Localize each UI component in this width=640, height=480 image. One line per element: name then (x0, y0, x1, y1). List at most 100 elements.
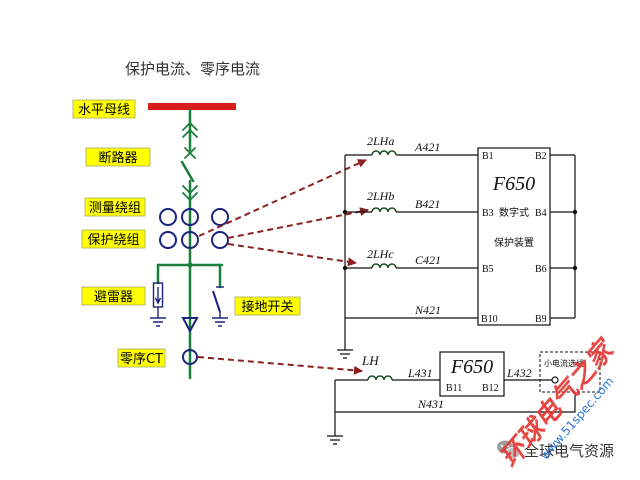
coil-2lha (371, 150, 397, 156)
wire-label-a421: A421 (414, 140, 440, 154)
arrester-arrow-icon (154, 287, 162, 305)
terminal-b6: B6 (535, 264, 547, 275)
upper-plug-contact (182, 129, 198, 138)
label-box (85, 147, 151, 167)
ct-coil (159, 208, 177, 226)
wire-n431 (335, 392, 576, 413)
ct-coil (211, 208, 229, 226)
label-protect-winding: 保护绕组 (81, 229, 146, 249)
bubble-front (505, 447, 521, 459)
cable-head-icon (181, 317, 199, 334)
label-box (72, 99, 136, 119)
label-box (84, 197, 146, 217)
selector-label: 小电流选线 (544, 358, 584, 368)
coil-label-2lhb: 2LHb (367, 189, 394, 203)
ground-icon (327, 435, 343, 445)
protect-winding-ct (159, 231, 229, 249)
lower-plug-contact (182, 185, 198, 194)
terminal-b2: B2 (535, 151, 547, 162)
busbar (148, 103, 236, 110)
bubble-eye (506, 444, 510, 448)
label-breaker: 断路器 (85, 147, 151, 167)
label-box (117, 348, 166, 368)
junction-dot (187, 262, 193, 268)
terminal-b9: B9 (535, 314, 547, 325)
coil-label-2lha: 2LHa (367, 134, 394, 148)
coil-2lhb (371, 207, 397, 213)
ground-icon (150, 317, 166, 327)
label-text: 断路器 (98, 150, 137, 166)
label-zero-ct: 零序CT (117, 348, 166, 368)
label-box (81, 286, 146, 306)
junction-dot (572, 209, 578, 215)
coil-2lhc (371, 263, 397, 269)
device-model: F650 (450, 356, 493, 378)
label-earthing-switch: 接地开关 (234, 296, 301, 316)
arrow-to-2lhc (227, 243, 357, 267)
label-text: 水平母线 (78, 103, 130, 118)
breaker-fixed-contact (184, 147, 196, 159)
diagram-title: 保护电流、零序电流 (125, 60, 260, 78)
protection-circuit: 2LHa 2LHb 2LHc A421 B421 C421 N421 F650 … (337, 134, 578, 359)
ct-coil (211, 231, 229, 249)
arrow-to-lh (197, 356, 363, 375)
label-text: 零序CT (120, 352, 163, 367)
device-desc-line1: 数字式 (499, 206, 529, 219)
wire-label-l432: L432 (506, 366, 532, 380)
label-measure-winding: 测量绕组 (84, 197, 146, 217)
terminal-b10: B10 (481, 314, 498, 325)
label-box (234, 296, 301, 316)
label-text: 接地开关 (241, 299, 293, 315)
ct-coil (181, 231, 199, 249)
lower-plug-contact (182, 192, 198, 201)
terminal-b3: B3 (482, 208, 494, 219)
footer-source: 全球电气资源 (524, 442, 614, 460)
zero-sequence-circuit: LH L431 F650 B11 B12 L432 小电流选线 N431 (327, 351, 601, 445)
junction-dot (342, 265, 348, 271)
f650-protection-device (477, 147, 551, 326)
junction-dot (342, 209, 348, 215)
lightning-arrester (150, 263, 166, 327)
ground-icon (337, 349, 353, 359)
ct-coil (159, 231, 177, 249)
wire-label-n431: N431 (417, 397, 444, 411)
terminal-b4: B4 (535, 208, 547, 219)
wire-label-c421: C421 (415, 253, 441, 267)
junction-dot (572, 265, 578, 271)
device-desc-line2: 保护装置 (494, 236, 534, 249)
wire-label-n421: N421 (414, 303, 441, 317)
terminal-b5: B5 (482, 264, 494, 275)
breaker-blade (180, 160, 195, 183)
arrow-to-2lhb (227, 207, 369, 239)
label-arrester: 避雷器 (81, 286, 146, 306)
coil-lh (367, 375, 393, 381)
label-box (81, 229, 146, 249)
label-text: 保护绕组 (87, 233, 139, 248)
earthing-switch (212, 263, 228, 327)
f650-zero-sequence-device (439, 351, 505, 397)
wire-label-l431: L431 (407, 366, 433, 380)
switch-blade (212, 290, 221, 313)
label-text: 避雷器 (94, 290, 133, 305)
label-text: 测量绕组 (89, 201, 141, 216)
ground-icon (212, 317, 228, 327)
wire-label-b421: B421 (415, 197, 440, 211)
wechat-icon (497, 440, 521, 459)
signal-arrows (197, 159, 369, 375)
terminal-b1: B1 (482, 151, 494, 162)
zero-sequence-ct (182, 349, 198, 365)
label-busbar: 水平母线 (72, 99, 136, 119)
terminal-b11: B11 (446, 383, 462, 394)
terminal-b12: B12 (482, 383, 499, 394)
single-line-diagram: 水平母线 断路器 测量绕组 保 (72, 99, 301, 380)
arrow-to-2lha (198, 159, 367, 237)
selector-terminal (551, 376, 559, 384)
right-rail (550, 154, 576, 319)
selector-device-box (539, 351, 601, 393)
coil-label-lh: LH (361, 353, 379, 368)
measure-winding-ct (159, 208, 229, 226)
upper-plug-contact (182, 122, 198, 131)
ct-coil (181, 208, 199, 226)
coil-label-2lhc: 2LHc (367, 247, 394, 261)
